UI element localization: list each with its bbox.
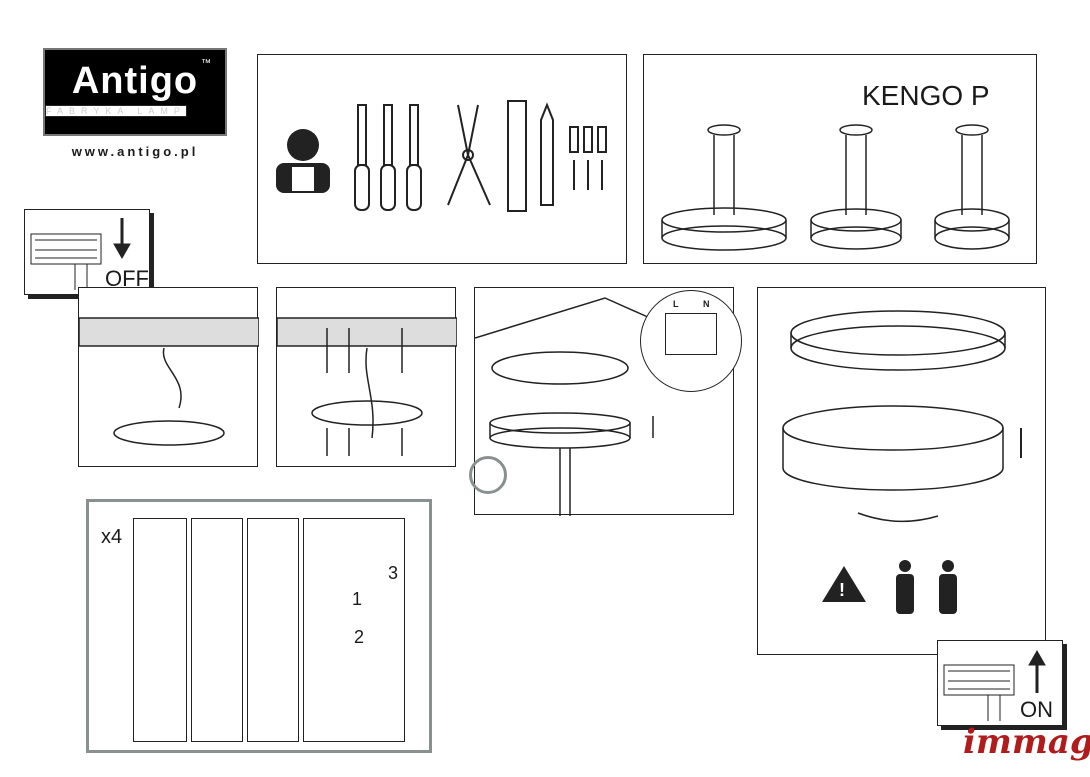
terminal-live-label: L (673, 299, 679, 309)
ceiling-cable-illustration (79, 317, 259, 446)
warning-symbol: ! (839, 580, 845, 600)
two-persons-icon (896, 560, 957, 614)
on-label: ON (1020, 697, 1053, 722)
tools-illustration (276, 100, 607, 212)
screwdrivers-icon (354, 104, 422, 211)
lamp-assembly-illustration (782, 310, 1022, 523)
detail-step-d: 1 2 3 (303, 518, 405, 742)
pliers-icon (447, 104, 491, 206)
step-number-2: 2 (354, 627, 365, 647)
step-1-panel (78, 287, 259, 467)
watermark: immag (963, 722, 1090, 762)
detail-step-a (133, 518, 187, 742)
step-number-3: 3 (388, 563, 399, 583)
website-url: www.antigo.pl (71, 144, 199, 159)
trademark: ™ (201, 58, 211, 69)
wall-plugs-icon (569, 126, 607, 190)
detail-callout-circle (469, 456, 507, 494)
product-panel (643, 54, 1037, 264)
ruler-icon (507, 100, 527, 212)
mounting-plate-illustration (277, 317, 457, 456)
pencil-icon (540, 102, 554, 206)
lamp-large (661, 124, 787, 251)
lamp-small (934, 124, 1010, 250)
lamp-variants-illustration (661, 124, 1010, 251)
brand-logo: Antigo ™ FABRYKA LAMP (43, 48, 227, 136)
detail-step-c (247, 518, 299, 742)
quantity-label: x4 (101, 526, 123, 548)
step-4-panel: ! (757, 287, 1046, 655)
breaker-panel-icon (943, 649, 1046, 721)
power-on-step: ON (937, 640, 1063, 726)
power-off-step: OFF (24, 209, 150, 295)
step-number-1: 1 (352, 589, 363, 609)
terminal-block-icon (665, 313, 717, 355)
step-3-panel: L N (474, 287, 742, 516)
canopy-wiring-illustration (475, 297, 654, 516)
anchor-detail-box: x4 1 2 3 (86, 499, 432, 753)
brand-tagline: FABRYKA LAMP (45, 105, 187, 117)
breaker-panel-icon (30, 218, 131, 290)
terminal-neutral-label: N (703, 299, 710, 309)
tools-panel (257, 54, 627, 264)
detail-step-b (191, 518, 243, 742)
step-2-panel (276, 287, 457, 467)
brand-name: Antigo (71, 60, 199, 102)
electrician-icon (276, 129, 330, 193)
terminal-block-detail: L N (640, 290, 742, 392)
warning-icon (822, 566, 866, 602)
lamp-medium (810, 124, 902, 250)
product-title: KENGO P (862, 80, 990, 111)
off-label: OFF (105, 266, 149, 291)
